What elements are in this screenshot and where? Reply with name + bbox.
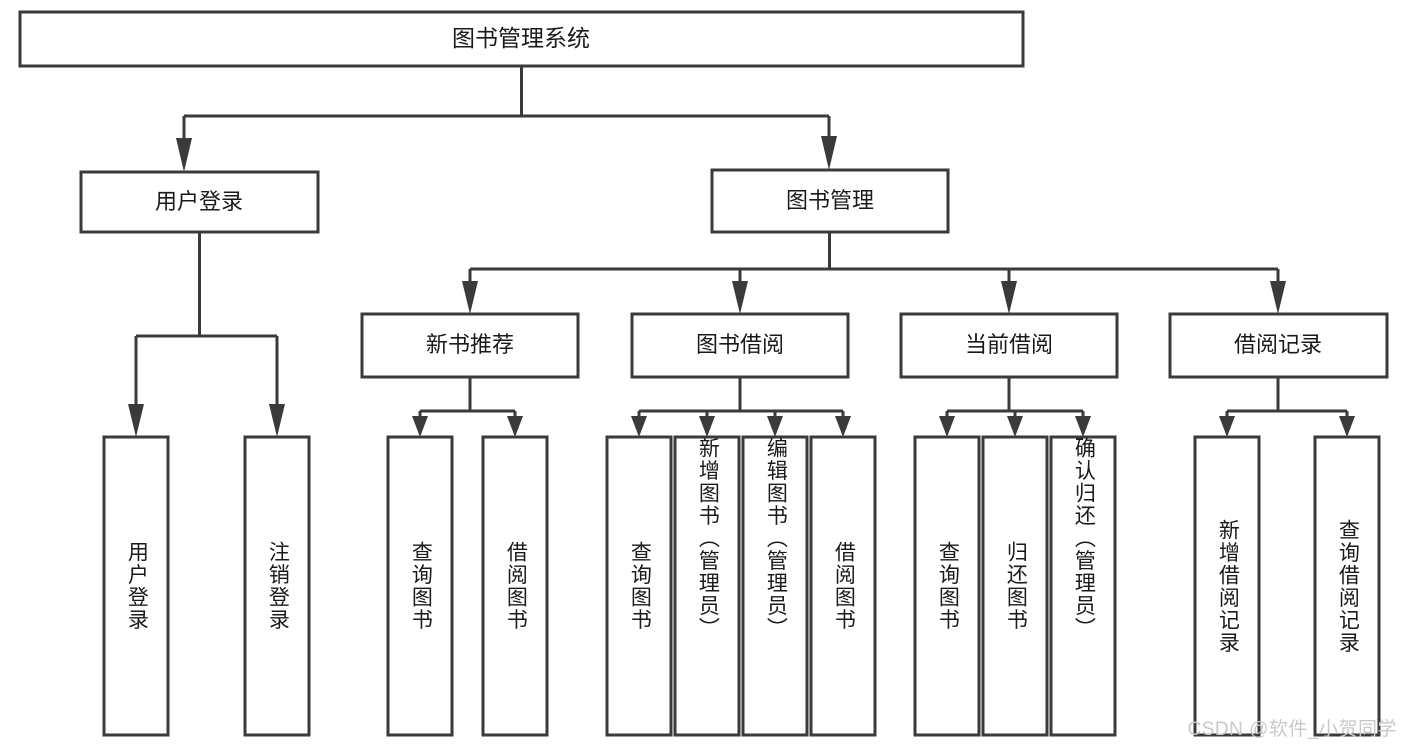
leaf-box-add-record[interactable] <box>1193 435 1261 737</box>
arrow-to-leaf-add-record <box>1219 416 1235 437</box>
connector-borrowrecord-to-leaves <box>1219 377 1355 437</box>
arrow-to-book-borrow <box>732 281 748 314</box>
node-new-book-recommend-label: 新书推荐 <box>426 332 514 357</box>
arrow-to-leaf-confirm-return <box>1075 416 1091 437</box>
node-new-book-recommend[interactable]: 新书推荐 <box>360 312 580 379</box>
node-user-login[interactable]: 用户登录 <box>79 170 320 234</box>
node-book-borrow-box[interactable] <box>630 312 850 379</box>
arrow-to-leaf-edit-book <box>767 416 783 437</box>
arrow-to-leaf-query-record <box>1339 416 1355 437</box>
node-book-manage[interactable]: 图书管理 <box>710 168 950 234</box>
leaf-box-add-book[interactable] <box>673 435 741 737</box>
node-book-manage-label: 图书管理 <box>786 188 874 213</box>
arrow-to-leaf-borrow-book-2 <box>835 416 851 437</box>
connector-newbook-to-leaves <box>412 377 523 437</box>
leaf-box-return-book[interactable] <box>981 435 1049 737</box>
leaf-box-borrow-book-1[interactable] <box>481 435 549 737</box>
arrow-to-leaf-logout <box>269 404 285 437</box>
arrow-to-book-manage <box>821 136 837 170</box>
leaf-box-query-book-1[interactable] <box>386 435 454 737</box>
connector-root-to-level1 <box>176 66 837 172</box>
leaf-box-query-record[interactable] <box>1313 435 1381 737</box>
leaf-box-query-book-3[interactable] <box>913 435 981 737</box>
node-new-book-recommend-box[interactable] <box>360 312 580 379</box>
arrow-to-leaf-query-book-2 <box>631 416 647 437</box>
arrow-to-new-book-recommend <box>462 281 478 314</box>
connector-currentborrow-to-leaves <box>939 377 1091 437</box>
node-borrow-record-label: 借阅记录 <box>1234 332 1322 357</box>
leaf-box-user-login[interactable] <box>102 435 170 737</box>
connector-userlogin-to-leaves <box>128 232 285 437</box>
arrow-to-borrow-record <box>1270 281 1286 314</box>
csdn-watermark: CSDN @软件_小贺同学 <box>1187 719 1397 740</box>
connector-bookborrow-to-leaves <box>631 377 851 437</box>
node-book-manage-box[interactable] <box>710 168 950 234</box>
leaf-box-query-book-2[interactable] <box>605 435 673 737</box>
node-user-login-label: 用户登录 <box>155 189 243 214</box>
node-book-borrow-label: 图书借阅 <box>696 332 784 357</box>
node-user-login-box[interactable] <box>79 170 320 234</box>
node-current-borrow-box[interactable] <box>899 312 1119 379</box>
leaf-box-confirm-return[interactable] <box>1049 435 1117 737</box>
leaf-box-edit-book[interactable] <box>741 435 809 737</box>
arrow-to-current-borrow <box>1001 281 1017 314</box>
node-root[interactable]: 图书管理系统 <box>18 10 1025 68</box>
connector-bookmanage-to-level2 <box>462 232 1286 314</box>
arrow-to-leaf-query-book-3 <box>939 416 955 437</box>
arrow-to-leaf-borrow-book-1 <box>507 416 523 437</box>
node-borrow-record-box[interactable] <box>1168 312 1389 379</box>
leaf-box-borrow-book-2[interactable] <box>809 435 877 737</box>
arrow-to-leaf-user-login <box>128 404 144 437</box>
node-root-label: 图书管理系统 <box>452 25 590 51</box>
node-current-borrow-label: 当前借阅 <box>965 332 1053 357</box>
arrow-to-user-login <box>176 138 192 172</box>
arrow-to-leaf-query-book-1 <box>412 416 428 437</box>
node-borrow-record[interactable]: 借阅记录 <box>1168 312 1389 379</box>
node-book-borrow[interactable]: 图书借阅 <box>630 312 850 379</box>
node-root-box[interactable] <box>18 10 1025 68</box>
arrow-to-leaf-add-book <box>699 416 715 437</box>
node-current-borrow[interactable]: 当前借阅 <box>899 312 1119 379</box>
arrow-to-leaf-return-book <box>1007 416 1023 437</box>
leaf-box-logout[interactable] <box>243 435 311 737</box>
